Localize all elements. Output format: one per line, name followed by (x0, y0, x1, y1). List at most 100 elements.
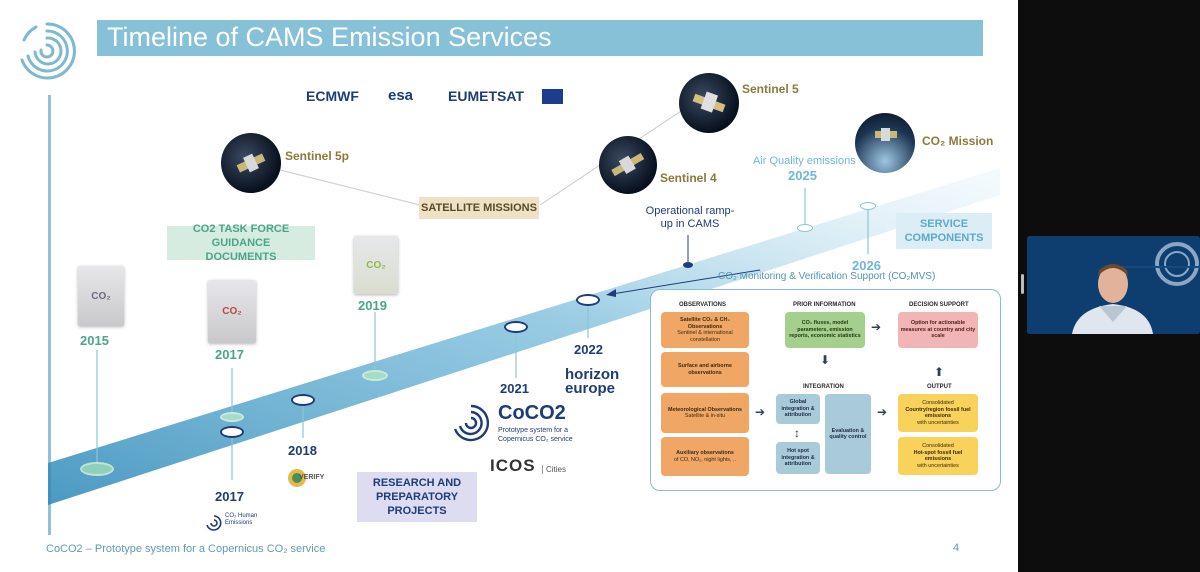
output-country-pre: Consolidated (922, 400, 954, 406)
verify-label: VERIFY (299, 474, 325, 481)
year-2018: 2018 (288, 443, 317, 458)
decision-support-box: Option for actionable measures at countr… (898, 312, 978, 348)
output-hotspot-post: with uncertainties (917, 462, 959, 469)
output-hotspot-pre: Consolidated (922, 443, 954, 449)
swirl-logo-icon (20, 22, 76, 80)
satellite-icon (236, 153, 266, 173)
che-label: CO₂ Human Emissions (225, 513, 258, 526)
year-2025: 2025 (788, 168, 817, 183)
obs-surface-box: Surface and airborne observations (661, 352, 749, 387)
arrow-bidirectional: ↕ (794, 426, 800, 440)
prior-information-box: CO₂ fluxes, model parameters, emission r… (785, 312, 865, 348)
obs-satellite-sub: Sentinel & international constellation (677, 330, 733, 343)
sentinel-5-label: Sentinel 5 (742, 82, 799, 96)
obs-auxiliary-title: Auxiliary observations (676, 450, 734, 456)
service-components-tag: SERVICE COMPONENTS (896, 213, 992, 249)
hotspot-integration-box: Hot spot integration & attribution (776, 442, 820, 474)
timeline-dot-2019 (362, 370, 388, 381)
evaluation-text: Evaluation & quality control (829, 427, 867, 441)
prior-information-text: CO₂ fluxes, model parameters, emission r… (789, 320, 861, 340)
ecmwf-logo: ECMWF (306, 88, 359, 104)
esa-logo: esa (388, 87, 414, 104)
decision-support-heading: DECISION SUPPORT (909, 302, 969, 308)
guidance-document-2017: CO₂ (208, 280, 256, 343)
arrow-integration-to-output: ➔ (877, 405, 888, 419)
timeline-dot-2025 (797, 224, 813, 232)
arrow-prior-down: ⬇ (820, 353, 831, 367)
air-quality-label: Air Quality emissions (753, 155, 856, 167)
timeline-dot-operational (683, 262, 693, 268)
sentinel-5p-label: Sentinel 5p (285, 149, 350, 163)
year-2021: 2021 (500, 381, 529, 396)
year-2017-doc: 2017 (215, 347, 244, 362)
output-country-box: Consolidated Country/region fossil fuel … (898, 394, 978, 432)
evaluation-box: Evaluation & quality control (825, 394, 871, 474)
doc-label: CO₂ (366, 259, 386, 271)
obs-auxiliary-box: Auxiliary observations of CO, NO₂, night… (661, 437, 749, 476)
timeline-band (48, 104, 1000, 505)
obs-meteorological-title: Meteorological Observations (668, 406, 742, 413)
output-country-post: with uncertainties (917, 419, 959, 426)
horizon-europe-logo: horizon europe (565, 366, 620, 397)
obs-meteorological-box: Meteorological Observations Satellite & … (661, 393, 749, 433)
arrow-prior-to-decision: ➔ (871, 320, 882, 334)
obs-satellite-box: Satellite CO₂ & CH₄ Observations Sentine… (661, 312, 749, 348)
sentinel-5-satellite (679, 73, 739, 133)
global-integration-text: Global integration & attribution (781, 399, 815, 419)
year-2017-project: 2017 (215, 489, 244, 504)
doc-label: CO₂ (91, 290, 111, 302)
verify-logo: VERIFY (287, 465, 325, 493)
observations-heading: OBSERVATIONS (679, 302, 727, 308)
co2mvs-diagram: OBSERVATIONS PRIOR INFORMATION DECISION … (650, 289, 1001, 491)
co2-mission-satellite (855, 113, 915, 173)
sentinel-5p-satellite (221, 133, 281, 193)
coco2-name: CoCO2 (498, 402, 566, 424)
icos-cities-label: Cities (542, 465, 566, 474)
decision-support-text: Option for actionable measures at countr… (900, 320, 976, 340)
obs-surface-title: Surface and airborne observations (678, 363, 732, 376)
year-2019: 2019 (358, 298, 387, 313)
timeline-dot-2017-project (220, 426, 244, 438)
timeline-dot-2026 (860, 202, 876, 210)
verify-icon (288, 469, 306, 487)
year-2026: 2026 (852, 258, 881, 273)
eumetsat-logo: EUMETSAT (448, 88, 524, 104)
timeline-dot-2018 (291, 394, 315, 406)
task-force-tag: CO2 TASK FORCE GUIDANCE DOCUMENTS (167, 223, 315, 263)
obs-auxiliary-sub: of CO, NO₂, night lights, .. (673, 456, 736, 463)
doc-label: CO₂ (222, 306, 242, 317)
slide-title: Timeline of CAMS Emission Services (107, 22, 552, 52)
coco2-swirl-icon (453, 404, 490, 442)
sentinel-4-satellite (599, 136, 657, 194)
scroll-handle[interactable] (1021, 274, 1024, 294)
timeline-dot-2017-doc (220, 412, 244, 422)
presentation-slide: Timeline of CAMS Emission Services ECMWF… (0, 0, 1018, 572)
co2mvs-label: CO₂ Monitoring & Verification Support (C… (718, 271, 936, 282)
obs-meteorological-sub: Satellite & in-situ (684, 413, 726, 419)
satellite-icon (875, 128, 897, 141)
output-hotspot-text: Hot-spot fossil fuel emissions (913, 449, 963, 463)
timeline-dot-2021 (504, 321, 528, 333)
presenter-video-icon (1027, 236, 1200, 334)
output-country-text: Country/region fossil fuel emissions (905, 406, 971, 420)
arrow-output-up: ⬆ (934, 365, 945, 379)
year-2015: 2015 (80, 333, 109, 348)
che-logo: CO₂ Human Emissions (205, 512, 265, 538)
webcam-feed[interactable] (1027, 236, 1200, 334)
obs-satellite-title: Satellite CO₂ & CH₄ Observations (680, 317, 730, 330)
timeline-dot-2022 (576, 294, 600, 306)
output-heading: OUTPUT (927, 384, 952, 390)
coco2-logo: CoCO2 Prototype system for a Copernicus … (450, 402, 580, 448)
satellite-icon (611, 153, 645, 177)
eu-flag-icon (542, 89, 563, 104)
arrow-obs-to-integration: ➔ (755, 405, 766, 419)
icos-logo: ICOS (490, 456, 536, 475)
title-bar: Timeline of CAMS Emission Services (97, 20, 983, 56)
slide-footer: CoCO2 – Prototype system for a Copernicu… (46, 543, 326, 555)
guidance-document-2015: CO₂ (78, 266, 124, 326)
coco2-subtitle: Prototype system for a Copernicus CO₂ se… (498, 427, 573, 443)
satellite-missions-tag: SATELLITE MISSIONS (419, 197, 539, 219)
sentinel-4-label: Sentinel 4 (660, 171, 717, 185)
year-2022: 2022 (574, 342, 603, 357)
timeline-dot-2015 (80, 462, 114, 476)
